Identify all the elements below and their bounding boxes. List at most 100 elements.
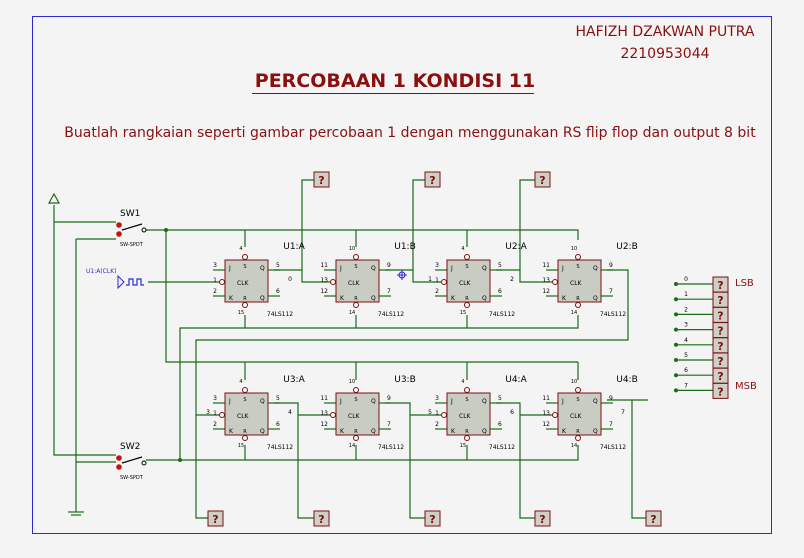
flip-flop-u3-b-pin-k: K [340,428,345,435]
q3-to-row2 [195,269,629,416]
flip-flop-u2-a[interactable] [446,259,491,303]
flip-flop-u1-b-pinnum-r: 14 [349,310,355,316]
power-rail [53,205,116,456]
flip-flop-u4-a-pinnum-s: 4 [461,379,464,385]
flip-flop-u4-b[interactable] [557,392,602,436]
flip-flop-u1-a[interactable] [224,259,269,303]
flip-flop-u2-a-part: 74LS112 [489,311,515,318]
flip-flop-u3-b-pinnum-k: 12 [320,421,328,428]
switch-sw1-lever[interactable] [121,223,143,231]
output-probe-bit-7[interactable] [712,382,729,399]
logic-probe-2[interactable] [534,171,551,188]
flip-flop-u3-a-pinnum-q: 5 [276,395,280,402]
flip-flop-u4-b-pin-j: J [561,398,564,405]
logic-probe-6-label: ? [539,513,545,526]
flip-flop-u1-a-ref: U1:A [283,242,305,252]
flip-flop-u4-a-pinnum-r: 15 [460,443,466,449]
q6-to-probe [496,402,535,519]
flip-flop-u2-b[interactable] [557,259,602,303]
switch-sw2-contact-b[interactable] [116,464,122,470]
flip-flop-u1-a-pinnum-r: 15 [238,310,244,316]
output-probe-bit-3-label: ? [717,325,723,338]
flip-flop-u3-b-ref: U3:B [394,375,416,385]
logic-probe-0[interactable] [313,171,330,188]
output-bit-4-label: 4 [684,337,688,344]
switch-sw2-part: SW-SPDT [120,475,144,481]
flip-flop-u2-a-net-in: 1 [428,276,432,283]
flip-flop-u3-a[interactable] [224,392,269,436]
flip-flop-u4-a-pin-j: J [450,398,453,405]
flip-flop-u3-a-pinnum-k: 2 [213,421,217,428]
flip-flop-u1-a-pinnum-clk: 1 [213,277,217,284]
flip-flop-u1-a-pin-q: Q [260,265,265,272]
flip-flop-u2-b-r-bubble [575,302,581,308]
junction-dot [674,388,678,393]
switch-sw2-lever[interactable] [121,456,143,464]
flip-flop-u2-a-pin-k: K [451,295,456,302]
author-id: 2210953044 [620,46,710,62]
switch-sw2-contact-a[interactable] [116,455,122,461]
flip-flop-u4-a-pin-q: Q [482,398,487,405]
output-bit-2-label: 2 [684,306,688,313]
flip-flop-u4-a-pinnum-q: 5 [498,395,502,402]
switch-sw1-contact-b[interactable] [116,231,122,237]
output-probe-bit-6-label: ? [717,370,723,383]
flip-flop-u4-a-pin-r: R [465,429,469,435]
flip-flop-u2-b-pinnum-j: 11 [542,262,550,269]
output-probe-bit-0-label: ? [717,279,723,292]
switch-sw2-ref: SW2 [120,442,140,452]
clock-source-arrow [117,274,125,290]
flip-flop-u1-b[interactable] [335,259,380,303]
flip-flop-u4-a-pin-clk: CLK [459,413,472,420]
logic-probe-6[interactable] [534,510,551,527]
logic-probe-7-label: ? [650,513,656,526]
flip-flop-u1-a-pin-j: J [228,265,231,272]
flip-flop-u2-b-pinnum-r: 14 [571,310,577,316]
flip-flop-u2-a-pin-j: J [450,265,453,272]
flip-flop-u4-a-net-in: 5 [428,409,432,416]
logic-probe-4[interactable] [313,510,330,527]
flip-flop-u1-b-pinnum-clk: 13 [320,277,328,284]
flip-flop-u1-b-r-bubble [353,302,359,308]
flip-flop-u1-b-pinnum-q: 9 [387,262,391,269]
flip-flop-u2-a-pin-r: R [465,296,469,302]
flip-flop-u1-b-pinnum-qn: 7 [387,288,391,295]
flip-flop-u3-b[interactable] [335,392,380,436]
flip-flop-u2-a-pin-q: Q [482,265,487,272]
logic-probe-5[interactable] [424,510,441,527]
flip-flop-u4-a-pin-s: S [465,397,468,403]
flip-flop-u2-b-clk-bubble [552,279,558,285]
flip-flop-u3-b-part: 74LS112 [378,444,404,451]
flip-flop-u4-a[interactable] [446,392,491,436]
logic-probe-5-label: ? [429,513,435,526]
flip-flop-u2-a-pin-s: S [465,264,468,270]
flip-flop-u1-b-pin-r: R [354,296,358,302]
flip-flop-u4-a-part: 74LS112 [489,444,515,451]
logic-probe-1[interactable] [424,171,441,188]
flip-flop-u4-a-pinnum-qn: 6 [498,421,502,428]
flip-flop-u3-a-net-out: 4 [288,409,292,416]
q4-probe-wire [195,415,208,519]
logic-probe-7[interactable] [645,510,662,527]
q5-to-probe [385,402,425,519]
flip-flop-u2-a-pinnum-j: 3 [435,262,439,269]
junction-dot [674,312,678,317]
flip-flop-u1-b-pin-qn: Q [371,295,376,302]
sw2-reset-top [179,315,579,460]
title-underline [252,93,534,94]
flip-flop-u1-a-pin-k: K [229,295,234,302]
flip-flop-u4-a-pin-k: K [451,428,456,435]
flip-flop-u1-b-pinnum-j: 11 [320,262,328,269]
logic-probe-3[interactable] [207,510,224,527]
flip-flop-u3-a-net-in: 3 [206,409,210,416]
flip-flop-u1-a-net-out: 0 [288,276,292,283]
power-symbol [47,192,61,204]
sw1-output-bus-top [146,229,579,240]
q0-to-probe [274,179,314,271]
flip-flop-u4-a-ref: U4:A [505,375,527,385]
switch-sw1-contact-a[interactable] [116,222,122,228]
flip-flop-u1-a-pinnum-k: 2 [213,288,217,295]
output-probe-bit-1-label: ? [717,294,723,307]
flip-flop-u1-b-s-bubble [353,254,359,260]
flip-flop-u2-b-pinnum-k: 12 [542,288,550,295]
